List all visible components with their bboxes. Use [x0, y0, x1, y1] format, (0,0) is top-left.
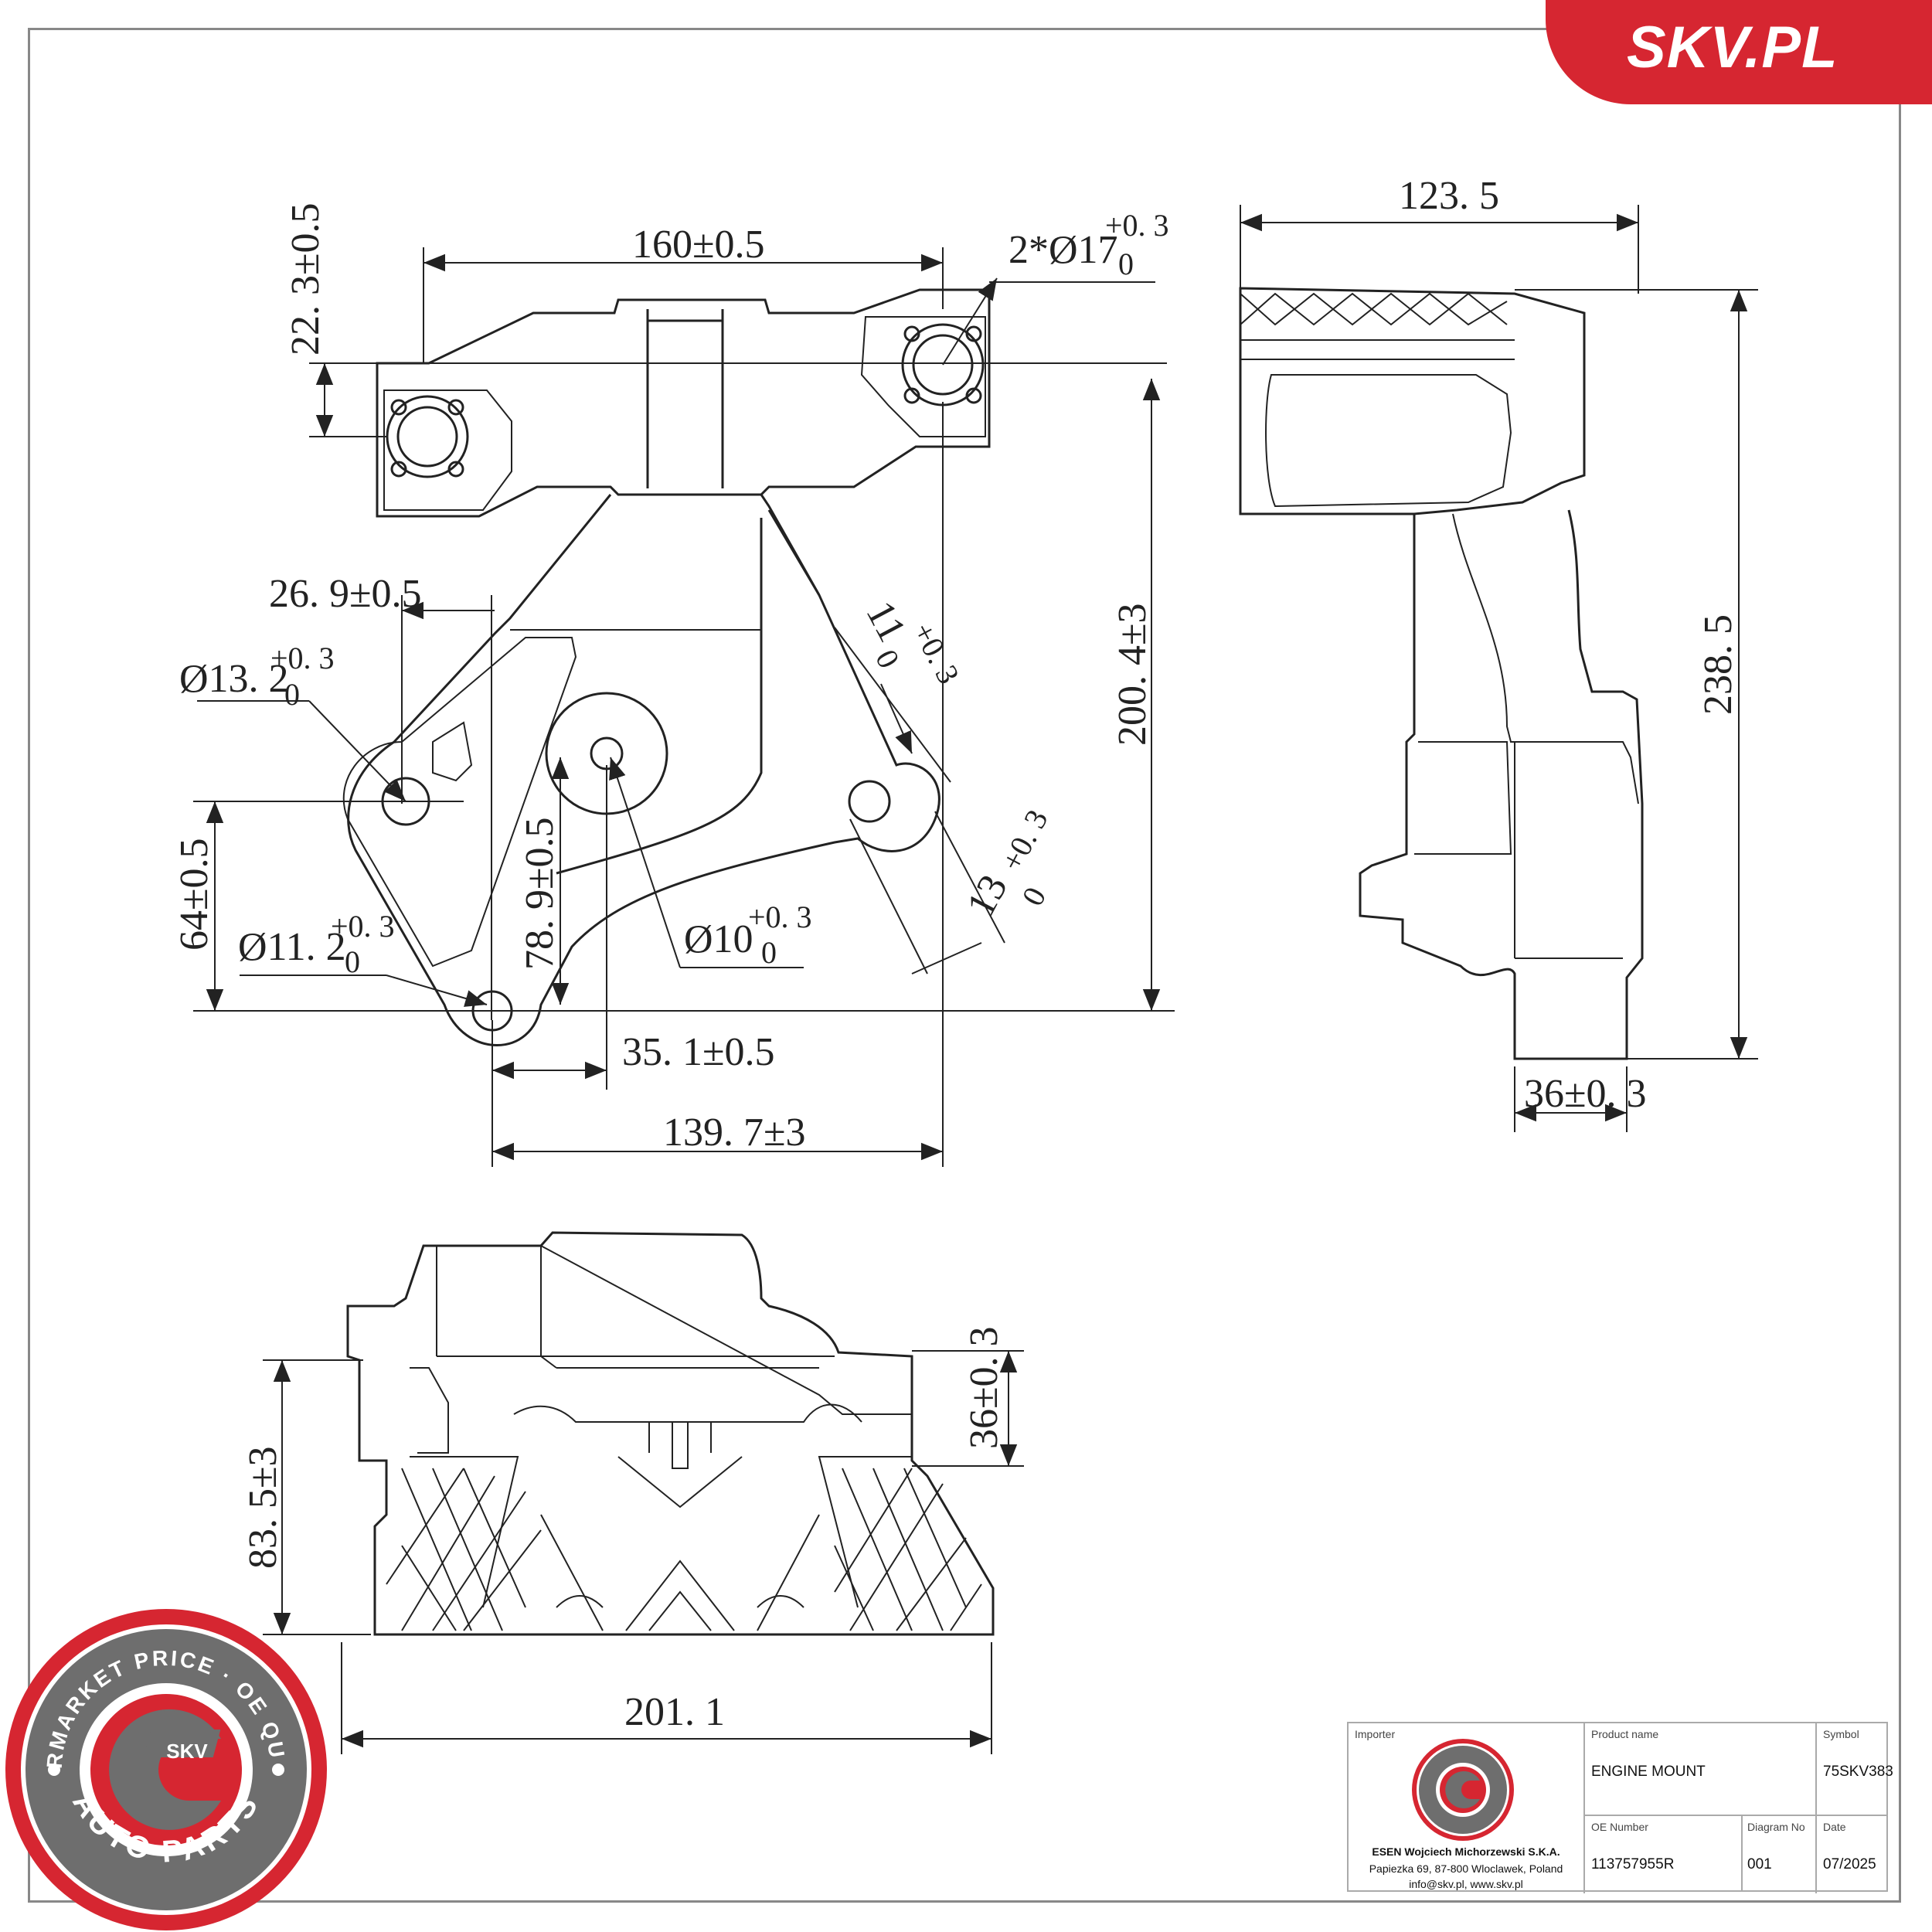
- dim-hole-10-tol-up: +0. 3: [748, 900, 812, 934]
- front-view: [342, 288, 991, 1046]
- date-value: 07/2025: [1823, 1856, 1876, 1872]
- importer-stamp-icon: [1412, 1739, 1514, 1841]
- dim-bottom-width: 201. 1: [624, 1690, 725, 1734]
- dim-slot-11: 11: [857, 594, 914, 649]
- symbol-value: 75SKV383: [1823, 1764, 1893, 1780]
- dim-hole-132-tol-up: +0. 3: [270, 641, 335, 675]
- dim-height-64: 64±0.5: [172, 838, 216, 951]
- diagram-value: 001: [1747, 1856, 1772, 1872]
- dim-top-width: 160±0.5: [632, 223, 765, 267]
- dim-slot-11-tol-low: 0: [869, 644, 906, 674]
- date-label: Date: [1823, 1821, 1846, 1833]
- dim-bottom-offset: 36±0. 3: [962, 1326, 1006, 1449]
- dim-hole-10-tol-low: 0: [761, 935, 777, 970]
- brand-logo: SKV.PL: [1627, 15, 1838, 80]
- dim-side-height: 238. 5: [1696, 614, 1740, 715]
- diagram-label: Diagram No: [1747, 1821, 1805, 1833]
- dim-bolt-hole: 2*Ø17: [1009, 228, 1118, 272]
- dim-side-width: 123. 5: [1399, 174, 1499, 218]
- oe-label: OE Number: [1591, 1821, 1648, 1833]
- dim-bottom-height: 83. 5±3: [241, 1446, 285, 1569]
- importer-address: Papiezka 69, 87-800 Wloclawek, Poland: [1369, 1862, 1563, 1875]
- dim-hole-112: Ø11. 2: [238, 925, 346, 969]
- drawing-frame: [28, 28, 1901, 1903]
- dim-offset-26: 26. 9±0.5: [269, 572, 422, 616]
- dim-hole-112-tol-low: 0: [345, 944, 360, 979]
- oe-value: 113757955R: [1591, 1856, 1675, 1872]
- dim-offset-351: 35. 1±0.5: [622, 1030, 775, 1074]
- symbol-label: Symbol: [1823, 1728, 1859, 1740]
- title-block: Importer ESEN Wojciech Michorzewski S.K.…: [1347, 1722, 1893, 1893]
- importer-label: Importer: [1355, 1728, 1396, 1740]
- dim-hole-10: Ø10: [684, 917, 753, 961]
- dim-slot-13-tol-low: 0: [1015, 881, 1053, 911]
- dim-slot-13: 13: [958, 868, 1016, 924]
- product-value: ENGINE MOUNT: [1591, 1764, 1706, 1780]
- side-view: [1239, 287, 1644, 1060]
- dim-side-thickness: 36±0. 3: [1524, 1072, 1647, 1116]
- product-label: Product name: [1591, 1728, 1659, 1740]
- bottom-view: [346, 1231, 995, 1636]
- dim-height-total: 200. 4±3: [1111, 603, 1155, 746]
- dim-hole-132: Ø13. 2: [179, 657, 289, 701]
- dim-height-789: 78. 9±0.5: [518, 817, 562, 970]
- importer-name: ESEN Wojciech Michorzewski S.K.A.: [1372, 1845, 1560, 1858]
- dim-hole-112-tol-up: +0. 3: [331, 909, 395, 944]
- stamp-center-text: SKV: [166, 1740, 208, 1763]
- dim-hole-132-tol-low: 0: [284, 677, 300, 712]
- dim-slot-13-tol-up: +0. 3: [994, 804, 1054, 876]
- importer-contact: info@skv.pl, www.skv.pl: [1409, 1878, 1523, 1890]
- dim-width-1397: 139. 7±3: [663, 1111, 806, 1155]
- brand-tab: [1546, 0, 1932, 104]
- dim-bolt-hole-tol-low: 0: [1118, 247, 1134, 281]
- dim-bolt-hole-tol-up: +0. 3: [1105, 208, 1169, 243]
- dim-offset-left: 22. 3±0.5: [284, 202, 328, 355]
- dim-slot-11-tol-up: +0. 3: [906, 617, 966, 689]
